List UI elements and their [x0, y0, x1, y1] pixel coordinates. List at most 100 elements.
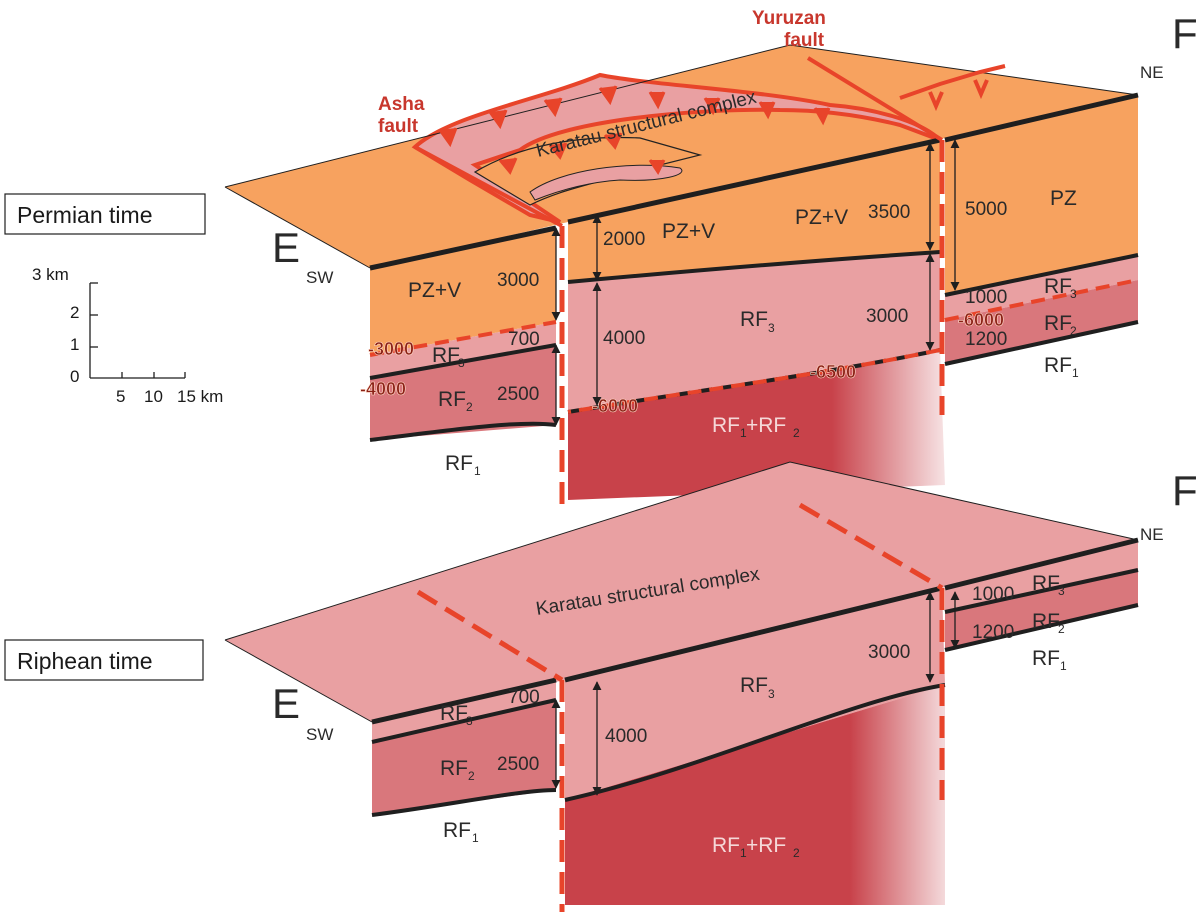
top-left-pzv: PZ+V — [408, 279, 461, 302]
permian-left-rf2 — [370, 345, 556, 440]
scale-h-10: 10 — [144, 387, 163, 406]
permian-label-box — [4, 193, 206, 235]
yuruzan-fault-label-2: fault — [784, 30, 825, 51]
bot-left-rf2: RF — [440, 757, 468, 780]
top-center-rf12-plus: +RF — [746, 414, 786, 437]
permian-edge-center — [567, 137, 941, 225]
top-center-pzv2: PZ+V — [795, 206, 848, 229]
top-right-rf3-thk: 1000 — [965, 287, 1007, 308]
karatau-inner-ring — [529, 164, 683, 201]
permian-right-rf3 — [945, 255, 1138, 320]
bot-right-rf2: RF — [1032, 610, 1060, 633]
top-left-rf1-sub: 1 — [474, 464, 481, 478]
contour-center-b: -6500 — [810, 362, 856, 382]
scale-h-5: 5 — [116, 387, 125, 406]
scale-bar: 3 km 2 1 0 5 10 15 km — [32, 265, 223, 406]
riphean-left-rf2 — [372, 700, 556, 815]
bot-center-rf3: RF — [740, 674, 768, 697]
bot-right-rf2-thk: 1200 — [972, 622, 1014, 643]
riphean-right-rf3 — [945, 540, 1138, 612]
boundary-center-pzv-rf3 — [567, 250, 941, 284]
e-letter-bottom: E — [272, 680, 300, 727]
scale-h-15: 15 km — [177, 387, 223, 406]
top-left-pzv-thk: 3000 — [497, 270, 539, 291]
top-right-rf1-thk: 1200 — [965, 329, 1007, 350]
bot-center-rf3-right-thk: 3000 — [868, 642, 910, 663]
top-center-rf3: RF — [740, 308, 768, 331]
riphean-left-rf3 — [372, 680, 556, 742]
bot-center-rf3-sub: 3 — [768, 687, 775, 701]
top-left-rf1: RF — [445, 452, 473, 475]
top-center-rf3-sub: 3 — [768, 321, 775, 335]
bot-right-rf3-sub: 3 — [1058, 584, 1065, 598]
asha-fault-label-2: fault — [378, 116, 419, 137]
permian-center-pzv — [568, 140, 940, 282]
asha-fault-label-1: Asha — [378, 94, 425, 115]
top-right-pz: PZ — [1050, 187, 1077, 210]
top-center-rf12: RF — [712, 414, 740, 437]
riphean-label-box — [4, 639, 204, 681]
ne-bottom: NE — [1140, 525, 1164, 544]
thrust-teeth-inner — [498, 132, 666, 175]
top-left-rf2-sub: 2 — [466, 400, 473, 414]
top-right-rf3-sub: 3 — [1070, 287, 1077, 301]
thrust-teeth-asha — [438, 85, 831, 148]
permian-block — [224, 44, 1139, 505]
bot-left-rf2-thk: 2500 — [497, 754, 539, 775]
riphean-center-rf12 — [565, 685, 945, 905]
bot-left-rf3: RF — [440, 702, 468, 725]
riphean-block — [224, 461, 1139, 912]
top-center-pzv-thk: 2000 — [603, 229, 645, 250]
top-center-rf3-left-thk: 4000 — [603, 328, 645, 349]
top-left-rf3-thk: 700 — [508, 329, 540, 350]
scale-3km: 3 km — [32, 265, 69, 284]
bot-left-rf2-sub: 2 — [468, 769, 475, 783]
permian-center-rf12 — [568, 350, 945, 500]
top-center-rf3-right-thk: 3000 — [866, 306, 908, 327]
bot-center-rf12-sub2: 2 — [793, 846, 800, 860]
permian-edge-right — [944, 92, 1139, 143]
bot-right-rf3-thk: 1000 — [972, 584, 1014, 605]
bot-left-rf3-thk: 700 — [508, 687, 540, 708]
top-left-rf2-thk: 2500 — [497, 384, 539, 405]
sw-top: SW — [306, 268, 333, 287]
riphean-top-surface — [225, 462, 1138, 722]
top-center-rf12-sub1: 1 — [740, 426, 747, 440]
bot-right-rf1-sub: 1 — [1060, 659, 1067, 673]
bot-right-rf3: RF — [1032, 572, 1060, 595]
top-right-rf2-sub: 2 — [1070, 324, 1077, 338]
top-center-rf12-sub2: 2 — [793, 426, 800, 440]
riphean-label: Riphean time — [17, 648, 153, 674]
thrust-teeth-yuruzan — [899, 64, 1006, 112]
bot-left-rf1: RF — [443, 819, 471, 842]
bot-left-rf1-sub: 1 — [472, 831, 479, 845]
permian-right-pz — [945, 95, 1138, 295]
bot-center-rf12-plus: +RF — [746, 834, 786, 857]
top-right-rf2: RF — [1044, 312, 1072, 335]
permian-center-rf3 — [568, 252, 940, 412]
permian-label: Permian time — [17, 202, 152, 228]
contour-right-a: -6000 — [958, 310, 1004, 330]
riphean-center-rf3 — [565, 588, 945, 800]
e-letter-top: E — [272, 224, 300, 271]
top-right-rf1-sub: 1 — [1072, 366, 1079, 380]
scale-tick-2: 2 — [70, 303, 79, 322]
f-letter-bottom: F — [1172, 467, 1198, 514]
contour-left-a: -3000 — [368, 339, 414, 359]
bot-center-rf3-left-thk: 4000 — [605, 726, 647, 747]
top-right-rf1: RF — [1044, 354, 1072, 377]
sw-bottom: SW — [306, 725, 333, 744]
top-center-pzv1: PZ+V — [662, 220, 715, 243]
top-center-pzv-right-thk: 3500 — [868, 202, 910, 223]
top-left-rf3: RF — [432, 344, 460, 367]
bot-left-rf3-sub: 3 — [466, 714, 473, 728]
permian-right-rf2 — [945, 280, 1138, 364]
scale-tick-1: 1 — [70, 335, 79, 354]
top-left-rf3-sub: 3 — [458, 356, 465, 370]
contour-left-b: -4000 — [360, 379, 406, 399]
permian-edge-left — [369, 225, 557, 271]
top-right-rf3: RF — [1044, 275, 1072, 298]
bot-right-rf1: RF — [1032, 647, 1060, 670]
contour-center-a: -6000 — [592, 396, 638, 416]
